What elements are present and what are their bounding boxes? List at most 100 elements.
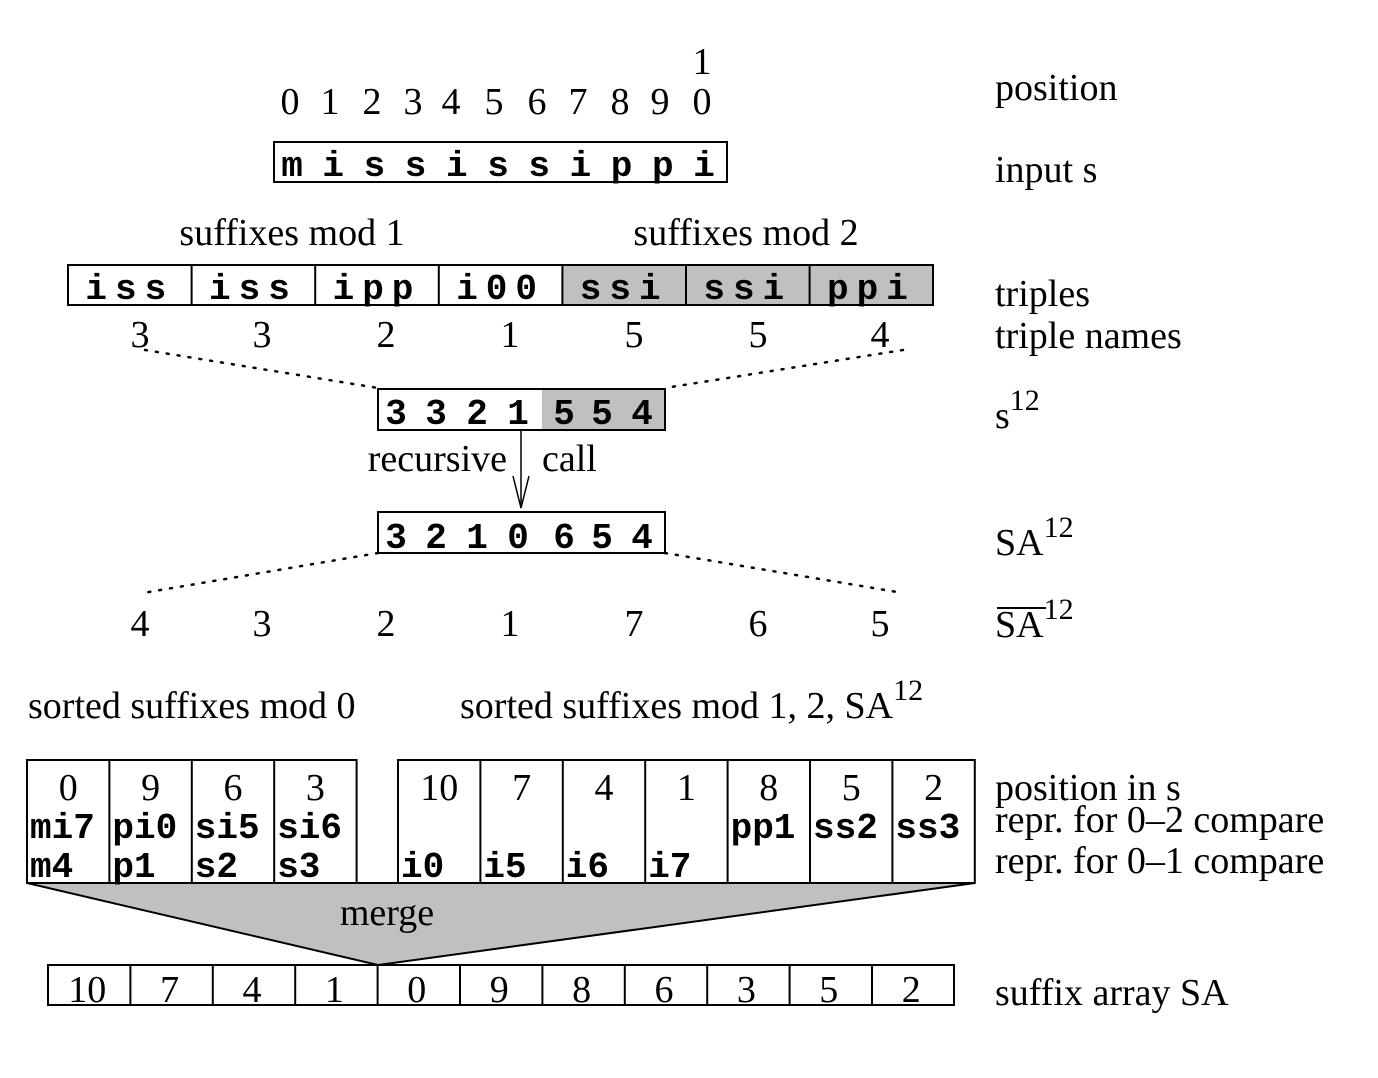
suffix-array-value: 10 <box>68 969 106 1011</box>
suffix-array-value: 8 <box>572 969 591 1011</box>
triple: ssi <box>580 269 669 310</box>
sa12-digit: 2 <box>425 518 447 559</box>
dotted-line <box>663 551 905 595</box>
sa12-box <box>377 511 666 554</box>
cell-repr01: p1 <box>112 847 155 888</box>
input-char: s <box>364 146 386 187</box>
suffix-array-box <box>47 964 955 1006</box>
suffix-array-value: 7 <box>160 969 179 1011</box>
label-sa12-inverse-base: SA <box>995 604 1044 646</box>
input-char: m <box>281 146 303 187</box>
sa12-inverse-value: 7 <box>625 603 644 645</box>
input-string-box <box>273 141 728 183</box>
triple-name: 3 <box>253 314 272 356</box>
input-char: p <box>611 146 633 187</box>
input-char: i <box>322 146 344 187</box>
label-sa12-superscript: 12 <box>1044 511 1074 544</box>
cell-position: 7 <box>512 767 531 809</box>
s12-shading <box>542 389 665 430</box>
header-sorted-mod12: sorted suffixes mod 1, 2, SA12 <box>460 674 923 727</box>
header-suffixes-mod1: suffixes mod 1 <box>179 212 404 254</box>
mod2-shading <box>562 265 933 305</box>
cell-position: 1 <box>677 767 696 809</box>
triple: iss <box>209 269 298 310</box>
triples-box <box>67 264 934 306</box>
position-digit: 6 <box>528 81 547 123</box>
label-repr-01: repr. for 0–1 compare <box>995 840 1324 882</box>
label-sa12: SA12 <box>995 511 1074 564</box>
label-sa12-base: SA <box>995 522 1044 564</box>
suffix-array-value: 2 <box>902 969 921 1011</box>
s12-digit: 3 <box>385 394 407 435</box>
input-char: i <box>570 146 592 187</box>
sorted_mod12-block <box>397 759 976 884</box>
cell-repr02: pp1 <box>731 808 796 849</box>
triple-name: 3 <box>131 314 150 356</box>
cell-position: 4 <box>595 767 614 809</box>
triple: ipp <box>333 269 422 310</box>
header-sorted-mod12-superscript: 12 <box>893 674 923 707</box>
sa12-inverse-value: 2 <box>377 603 396 645</box>
cell-repr02: si5 <box>195 808 260 849</box>
call-label: call <box>542 438 597 480</box>
cell-position: 5 <box>842 767 861 809</box>
input-char: i <box>446 146 468 187</box>
header-sorted-mod12-base: sorted suffixes mod 1, 2, SA <box>460 685 894 727</box>
position-digit: 9 <box>651 81 670 123</box>
label-triple-names: triple names <box>995 315 1182 357</box>
sa12-digit: 3 <box>385 518 407 559</box>
cell-position: 3 <box>306 767 325 809</box>
label-repr-02: repr. for 0–2 compare <box>995 799 1324 841</box>
label-suffix-array: suffix array SA <box>995 972 1229 1014</box>
suffix-array-value: 6 <box>655 969 674 1011</box>
label-s12-superscript: 12 <box>1010 384 1040 417</box>
suffix-array-value: 3 <box>737 969 756 1011</box>
cell-position: 6 <box>224 767 243 809</box>
label-s12-base: s <box>995 395 1010 437</box>
position-digit: 2 <box>363 81 382 123</box>
cell-repr02: si6 <box>277 808 342 849</box>
arrow-head-icon <box>512 475 530 509</box>
cell-position: 0 <box>59 767 78 809</box>
suffix-array-value: 5 <box>819 969 838 1011</box>
triple: ppi <box>827 269 916 310</box>
cell-repr01: s3 <box>277 847 320 888</box>
input-char: s <box>405 146 427 187</box>
merge-funnel <box>26 882 976 967</box>
cell-repr01: i7 <box>648 847 691 888</box>
cell-repr01: i0 <box>401 847 444 888</box>
triple: iss <box>85 269 174 310</box>
header-sorted-mod0: sorted suffixes mod 0 <box>28 685 356 727</box>
cell-position: 10 <box>420 767 458 809</box>
cell-repr01: m4 <box>30 847 73 888</box>
sa12-inverse-value: 5 <box>871 603 890 645</box>
s12-digit: 5 <box>591 394 613 435</box>
label-triples: triples <box>995 273 1090 315</box>
sa12-digit: 1 <box>466 518 488 559</box>
position-digit: 4 <box>442 81 461 123</box>
cell-repr02: pi0 <box>112 808 177 849</box>
input-char: s <box>487 146 509 187</box>
input-char: p <box>652 146 674 187</box>
sa12-digit: 0 <box>507 518 529 559</box>
dotted-line <box>663 348 905 390</box>
position-digit: 0 <box>693 81 712 123</box>
suffix-array-value: 4 <box>243 969 262 1011</box>
label-s12: s12 <box>995 384 1040 437</box>
sa12-inverse-value: 3 <box>253 603 272 645</box>
header-suffixes-mod2: suffixes mod 2 <box>633 212 858 254</box>
position-digit: 7 <box>569 81 588 123</box>
triple: i00 <box>456 269 545 310</box>
cell-repr02: ss2 <box>813 808 878 849</box>
cell-repr02: ss3 <box>895 808 960 849</box>
triple-name: 2 <box>377 314 396 356</box>
label-position: position <box>995 67 1117 109</box>
position-digit: 3 <box>404 81 423 123</box>
suffix-array-value: 1 <box>325 969 344 1011</box>
cell-position: 8 <box>759 767 778 809</box>
label-input-s: input s <box>995 149 1097 191</box>
dotted-line <box>141 551 380 595</box>
cell-repr01: i5 <box>483 847 526 888</box>
triple-name: 1 <box>501 314 520 356</box>
